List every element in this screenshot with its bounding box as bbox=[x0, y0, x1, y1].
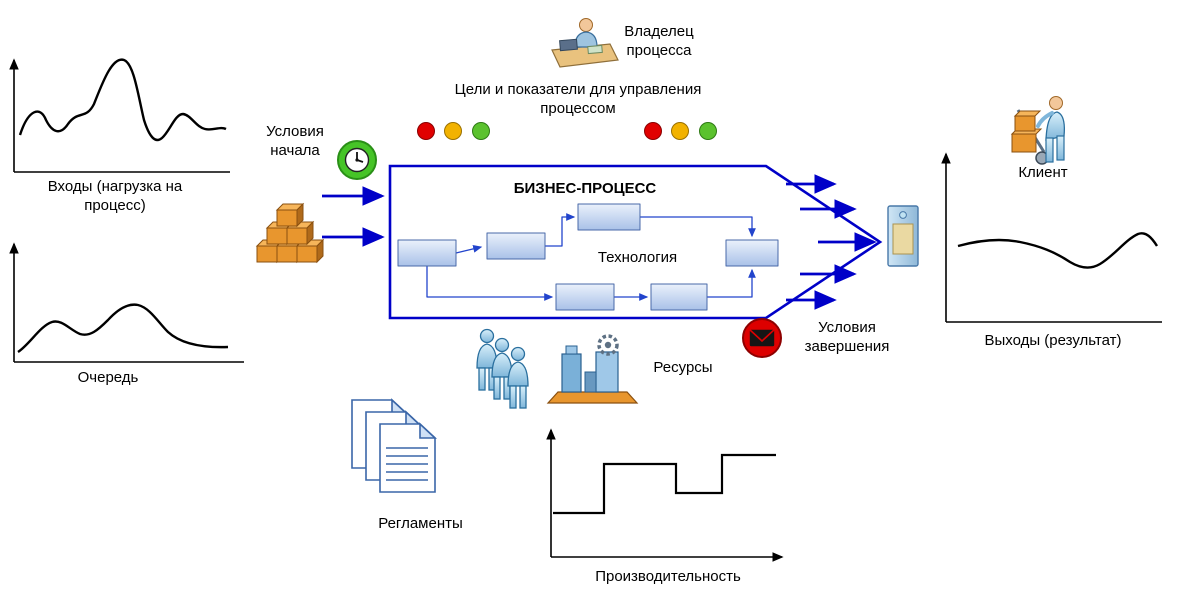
outputs-curve bbox=[957, 232, 1159, 269]
people-icon bbox=[476, 328, 529, 409]
indicator-red bbox=[417, 122, 435, 140]
flow-box bbox=[650, 283, 708, 311]
indicator-green bbox=[472, 122, 490, 140]
indicator-yellow bbox=[444, 122, 462, 140]
input-arrows bbox=[322, 186, 385, 247]
cargo-boxes-icon bbox=[255, 202, 325, 264]
client-label: Клиент bbox=[1018, 164, 1068, 181]
flow-box bbox=[486, 232, 546, 260]
indicator-yellow bbox=[671, 122, 689, 140]
documents-icon bbox=[351, 398, 438, 493]
resources-label: Ресурсы bbox=[653, 359, 713, 376]
queue-chart-label: Очередь bbox=[77, 369, 139, 386]
queue-curve bbox=[17, 303, 229, 353]
queue-chart bbox=[9, 242, 244, 363]
technology-label: Технология bbox=[597, 249, 678, 266]
owner-label: Владелец процесса bbox=[624, 23, 694, 60]
product-box-icon bbox=[887, 205, 919, 267]
end-conditions-label: Условия завершения bbox=[804, 319, 890, 356]
client-icon bbox=[1010, 96, 1065, 165]
productivity-chart bbox=[546, 428, 784, 562]
inputs-chart-label: Входы (нагрузка на процесс) bbox=[47, 178, 183, 215]
flow-box bbox=[725, 239, 779, 267]
outputs-chart bbox=[941, 152, 1162, 323]
regulations-label: Регламенты bbox=[378, 515, 463, 532]
flow-box bbox=[555, 283, 615, 311]
clock-icon bbox=[337, 140, 377, 180]
indicator-red bbox=[644, 122, 662, 140]
process-title: БИЗНЕС-ПРОЦЕСС bbox=[513, 180, 657, 197]
machine-icon bbox=[546, 334, 639, 404]
productivity-chart-label: Производительность bbox=[595, 568, 741, 585]
flow-box bbox=[577, 203, 641, 231]
output-arrows bbox=[786, 174, 877, 310]
goals-label: Цели и показатели для управления процесс… bbox=[454, 81, 702, 118]
process-flowchart bbox=[397, 203, 779, 311]
inputs-chart bbox=[9, 58, 230, 173]
start-conditions-label: Условия начала bbox=[266, 123, 324, 160]
flow-box bbox=[397, 239, 457, 267]
productivity-step-line bbox=[553, 453, 776, 515]
email-icon bbox=[742, 318, 782, 358]
inputs-curve bbox=[18, 58, 227, 142]
process-shape bbox=[388, 164, 883, 320]
indicator-green bbox=[699, 122, 717, 140]
process-owner-icon bbox=[551, 18, 619, 68]
outputs-chart-label: Выходы (результат) bbox=[984, 332, 1122, 349]
indicator-lights bbox=[417, 122, 717, 140]
